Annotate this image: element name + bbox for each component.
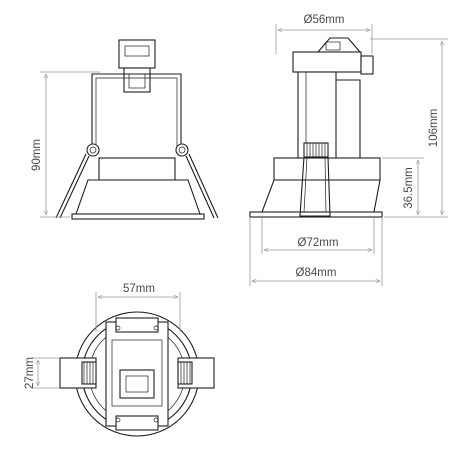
dimension-label-bottom-height: 27mm <box>24 357 36 389</box>
dimension-label-outer-diameter: Ø84mm <box>296 267 337 279</box>
side-lamp-housing <box>273 157 381 181</box>
side-view: Ø56mm 106mm 36.5mm Ø72mm Ø84mm <box>249 14 448 286</box>
front-bezel <box>75 179 201 215</box>
dimension-label-front-height: 90mm <box>31 139 43 171</box>
side-bezel <box>261 179 381 213</box>
front-spring-right <box>175 143 189 157</box>
dimension-label-total-height: 106mm <box>428 109 440 147</box>
dimension-label-top-diameter: Ø56mm <box>304 14 345 26</box>
side-spring-clip <box>299 156 331 217</box>
front-view: 90mm <box>31 39 219 220</box>
side-terminal-block <box>292 51 362 73</box>
top-view: 57mm 27mm <box>24 283 215 437</box>
front-terminal-block <box>118 39 156 69</box>
top-connector <box>119 369 155 399</box>
front-bracket <box>91 73 182 150</box>
front-lamp-body <box>98 157 176 181</box>
dimension-label-bottom-width: 57mm <box>123 283 155 295</box>
front-spring-left <box>86 143 100 157</box>
front-flange <box>71 213 205 220</box>
dimension-label-bezel-height: 36.5mm <box>403 167 415 209</box>
dimension-label-cutout-diameter: Ø72mm <box>298 237 339 249</box>
